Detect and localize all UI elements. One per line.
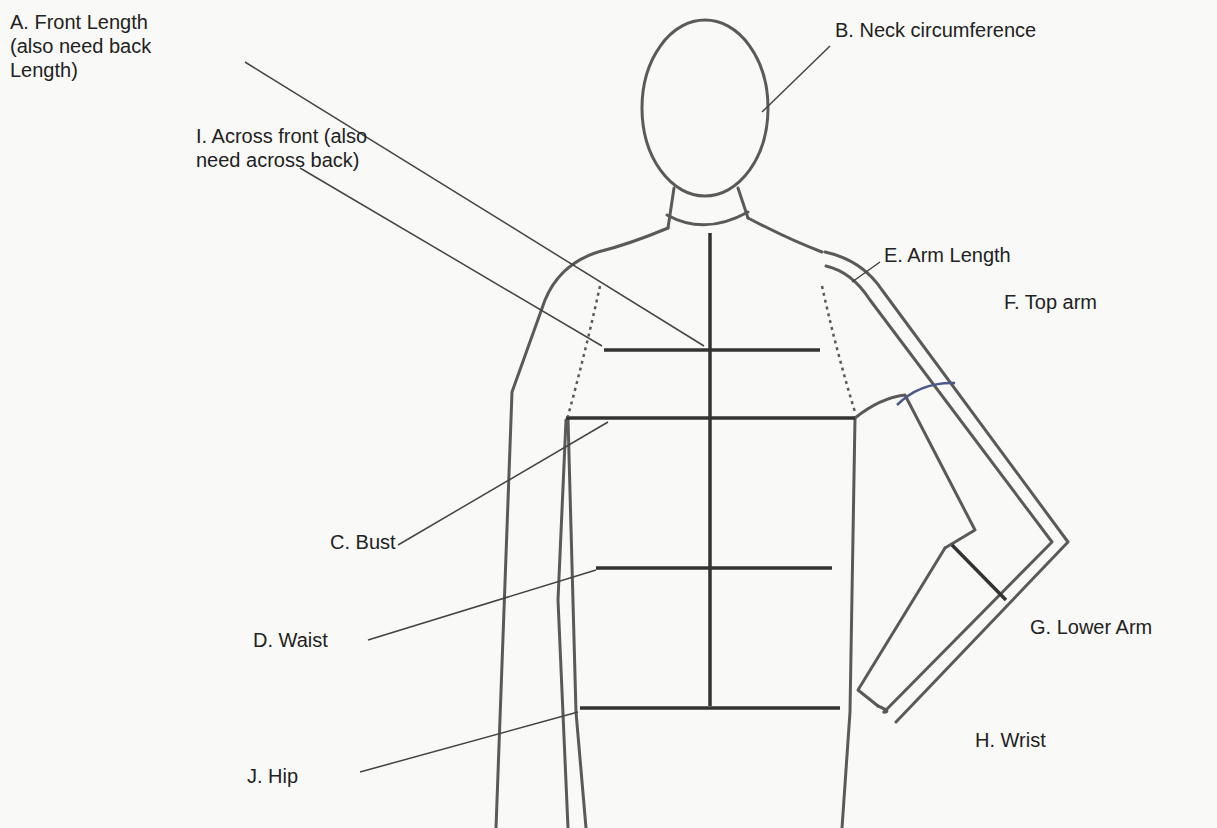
armhole-dotted (568, 286, 600, 416)
leader-line (852, 262, 880, 282)
waist-line (596, 566, 832, 570)
arm-length-strip (825, 252, 1068, 722)
measurement-label: H. Wrist (975, 728, 1046, 752)
measurement-label: F. Top arm (1004, 290, 1097, 314)
measurement-label: B. Neck circumference (835, 18, 1036, 42)
neck-collar (667, 212, 748, 225)
leader-line (368, 570, 596, 640)
armhole-dotted (822, 286, 855, 412)
measurement-label: A. Front Length (also need back Length) (10, 10, 180, 82)
forearm-outline (858, 548, 945, 706)
measurement-label: G. Lower Arm (1030, 615, 1152, 639)
neck-line (668, 188, 674, 228)
measurement-label: C. Bust (330, 530, 396, 554)
measurement-label: E. Arm Length (884, 243, 1011, 267)
hip-line (580, 706, 840, 710)
leader-line (762, 46, 830, 112)
torso-side (842, 418, 855, 828)
measurement-label: D. Waist (253, 628, 328, 652)
front-length-line (708, 233, 712, 706)
leader-line (300, 168, 602, 346)
upper-arm-outline (855, 395, 975, 548)
measurement-label: I. Across front (also need across back) (196, 124, 374, 172)
bust-line (566, 416, 855, 420)
left-arm-outline (496, 228, 668, 828)
head-outline (642, 20, 768, 196)
left-arm-inner (558, 420, 568, 828)
lower-arm-line (952, 545, 1006, 600)
across-front-line (604, 348, 820, 352)
right-shoulder (748, 218, 822, 252)
leader-line (245, 62, 704, 346)
torso-side (568, 418, 586, 828)
leader-line (360, 712, 578, 772)
top-arm-line (897, 383, 955, 405)
hand-outline (878, 706, 887, 712)
arm-length-strip (826, 266, 1052, 712)
measurement-label: J. Hip (247, 764, 298, 788)
leader-line (398, 422, 608, 545)
